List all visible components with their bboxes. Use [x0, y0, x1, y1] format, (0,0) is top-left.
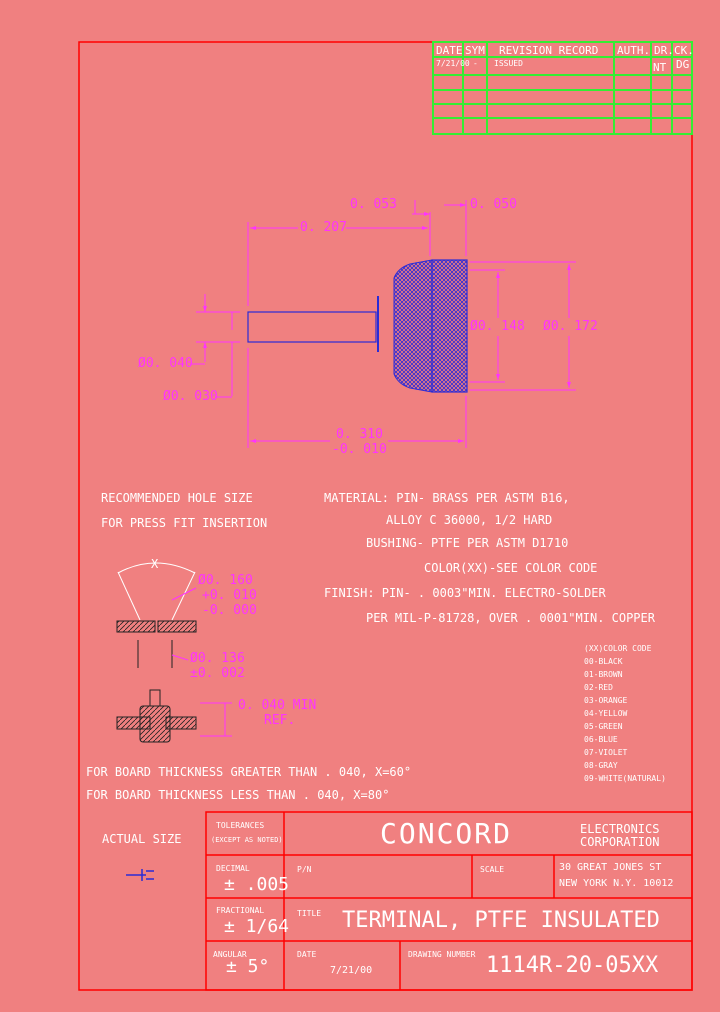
hole-min-label: 0. 040 MIN [238, 698, 317, 713]
rev-header-sym: SYM [465, 44, 485, 57]
drawing-number: 1114R-20-05XX [486, 953, 659, 978]
hole-detail [116, 562, 232, 743]
hole-tol-minus: -0. 000 [202, 603, 257, 618]
rev-row-ck: DG [676, 58, 690, 71]
rev-row-date: 7/21/00 [436, 59, 470, 68]
rev-header-date: DATE [436, 44, 463, 57]
revision-block-grid [432, 41, 693, 135]
tolerances-sub: (EXCEPT AS NOTED) [211, 836, 283, 844]
hole-title-line2: FOR PRESS FIT INSERTION [101, 516, 268, 530]
company-name: CONCORD [380, 817, 513, 850]
color-code-item: 00-BLACK [584, 657, 623, 666]
drawing-number-label: DRAWING NUMBER [408, 950, 476, 959]
title-label: TITLE [297, 909, 322, 918]
rev-row-record: ISSUED [494, 59, 523, 68]
material-line1: MATERIAL: PIN- BRASS PER ASTM B16, [324, 491, 570, 505]
dim-0053: 0. 053 [350, 197, 397, 212]
date-label: DATE [297, 950, 317, 959]
rev-header-record: REVISION RECORD [499, 44, 599, 57]
note-board-greater: FOR BOARD THICKNESS GREATER THAN . 040, … [86, 765, 412, 779]
color-code-item: 05-GREEN [584, 722, 623, 731]
dimension-lines [190, 200, 576, 448]
color-code-item: 01-BROWN [584, 670, 623, 679]
address-line2: NEW YORK N.Y. 10012 [559, 878, 674, 889]
company-sub1: ELECTRONICS [580, 822, 660, 836]
dim-0148: Ø0. 148 [470, 319, 525, 334]
date-value: 7/21/00 [330, 965, 373, 976]
dim-0310: 0. 310 [336, 427, 383, 442]
dimension-arrows [203, 203, 571, 443]
angular-value: ± 5° [226, 956, 270, 977]
fractional-value: ± 1/64 [224, 916, 290, 937]
hole-dia-160: Ø0. 160 [198, 573, 253, 588]
bushing-head [431, 259, 468, 393]
hole-tol-plus: +0. 010 [202, 588, 257, 603]
note-board-less: FOR BOARD THICKNESS LESS THAN . 040, X=8… [86, 788, 390, 802]
terminal-part [247, 259, 468, 393]
decimal-label: DECIMAL [216, 864, 250, 873]
rev-header-ck: CK. [674, 44, 694, 57]
rev-header-auth: AUTH. [617, 44, 651, 57]
color-code-item: 03-ORANGE [584, 696, 628, 705]
color-code-item: 07-VIOLET [584, 748, 628, 757]
rev-row-sym: - [473, 59, 478, 68]
angular-label: ANGULAR [213, 950, 247, 959]
dim-0050: 0. 050 [470, 197, 517, 212]
pn-label: P/N [297, 865, 312, 874]
color-code-item: 08-GRAY [584, 761, 618, 770]
title-block-grid [205, 811, 693, 991]
dim-0040: Ø0. 040 [138, 356, 193, 371]
hole-dia-136: Ø0. 136 [190, 651, 245, 666]
material-line5: FINISH: PIN- . 0003"MIN. ELECTRO-SOLDER [324, 586, 606, 600]
material-line4: COLOR(XX)-SEE COLOR CODE [424, 561, 598, 575]
decimal-value: ± .005 [224, 874, 290, 895]
color-code-title: (XX)COLOR CODE [584, 644, 652, 653]
material-line2: ALLOY C 36000, 1/2 HARD [386, 513, 553, 527]
dim-0030: Ø0. 030 [163, 389, 218, 404]
hole-angle-label: X [151, 557, 159, 571]
color-code-item: 06-BLUE [584, 735, 618, 744]
bushing-taper [393, 259, 433, 393]
dim-0172: Ø0. 172 [543, 319, 598, 334]
color-code-item: 02-RED [584, 683, 613, 692]
scale-label: SCALE [480, 865, 505, 874]
material-line3: BUSHING- PTFE PER ASTM D1710 [366, 536, 569, 550]
dim-0207: 0. 207 [300, 220, 347, 235]
dim-0310-tolerance: -0. 010 [332, 442, 387, 457]
material-line6: PER MIL-P-81728, OVER . 0001"MIN. COPPER [366, 611, 655, 625]
address-line1: 30 GREAT JONES ST [559, 862, 662, 873]
color-code-item: 09-WHITE(NATURAL) [584, 774, 666, 783]
actual-size-symbol [126, 869, 154, 881]
hole-tol-136: ±0. 002 [190, 666, 245, 681]
drawing-title: TERMINAL, PTFE INSULATED [342, 908, 660, 933]
pin-shaft [247, 311, 377, 343]
tolerances-label: TOLERANCES [216, 821, 265, 830]
color-code-item: 04-YELLOW [584, 709, 628, 718]
company-sub2: CORPORATION [580, 835, 660, 849]
hole-title-line1: RECOMMENDED HOLE SIZE [101, 491, 253, 505]
fractional-label: FRACTIONAL [216, 906, 265, 915]
rev-header-dr: DR. [654, 44, 674, 57]
actual-size-label: ACTUAL SIZE [102, 832, 182, 846]
hole-ref-label: REF. [264, 713, 296, 728]
rev-row-dr: NT [653, 61, 667, 74]
